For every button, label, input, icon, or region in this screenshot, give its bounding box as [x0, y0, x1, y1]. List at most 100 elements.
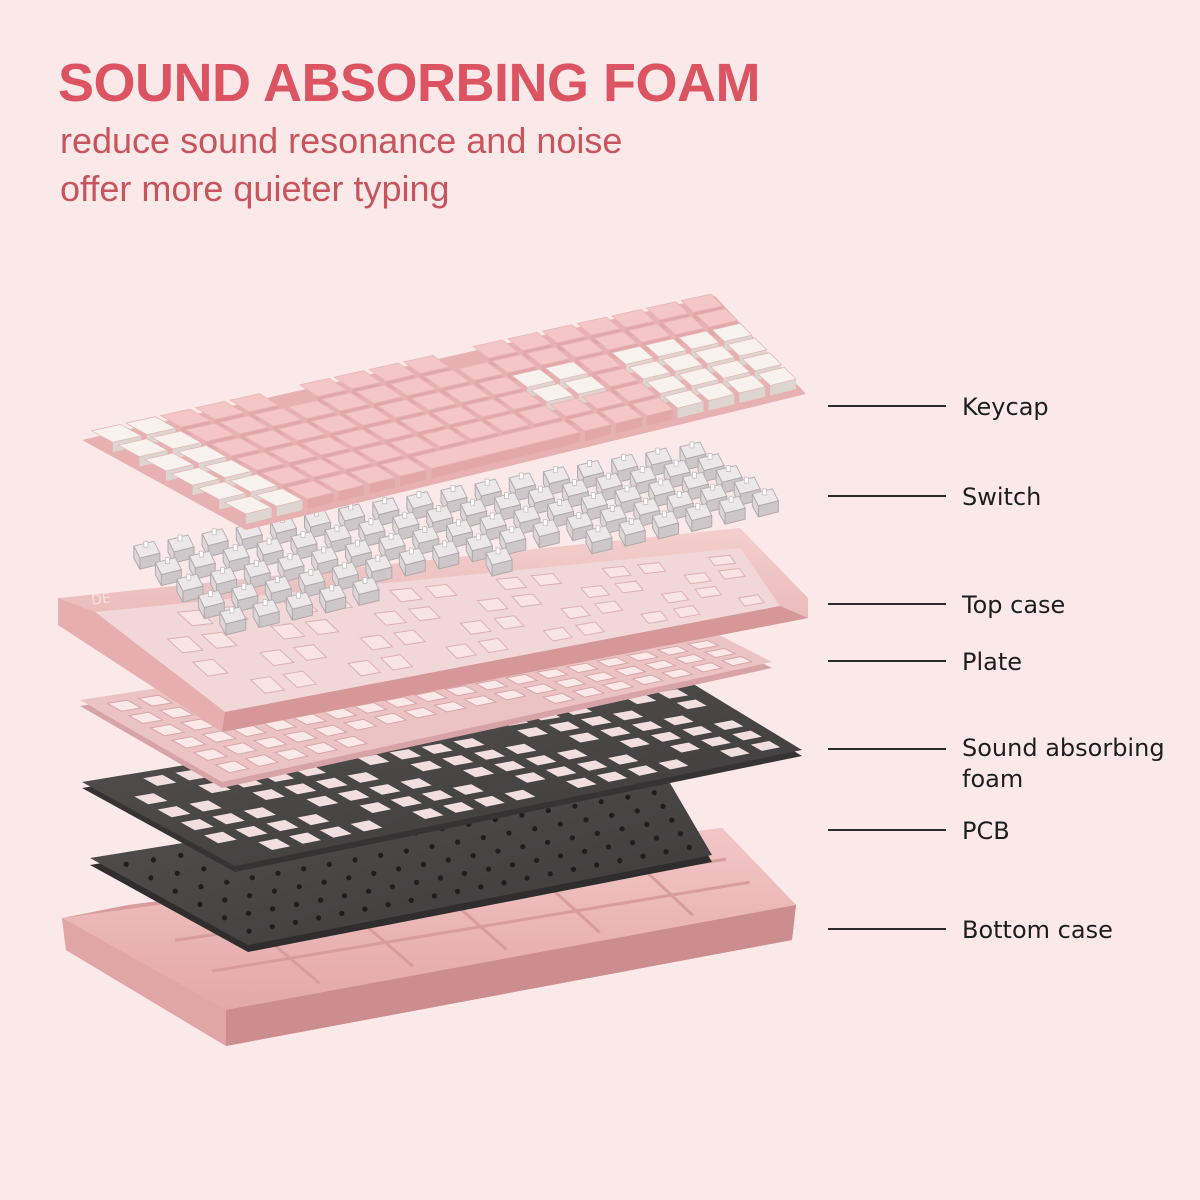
pcb-hole — [385, 902, 391, 908]
pcb-hole — [470, 853, 476, 859]
top-case-cutout — [166, 635, 205, 654]
pcb-hole — [605, 844, 612, 850]
switch — [412, 525, 440, 556]
subtitle-line-1: reduce sound resonance and noise — [60, 120, 623, 161]
pcb-hole — [150, 857, 157, 863]
top-case-cutout — [249, 676, 286, 694]
keycap — [549, 397, 594, 427]
pcb-layer — [90, 766, 712, 952]
foam-cutout — [473, 795, 505, 807]
foam-cutout — [612, 710, 644, 721]
pcb-hole — [478, 884, 484, 890]
pcb-hole — [594, 830, 600, 837]
top-case-cutout — [269, 623, 306, 640]
pcb-hole — [431, 893, 437, 899]
pcb-hole — [644, 821, 650, 828]
plate-switch-hole — [214, 760, 250, 774]
label-pcb: PCB — [962, 817, 1010, 845]
pcb-hole — [501, 880, 507, 886]
pcb-hole — [455, 888, 461, 895]
pcb-hole — [172, 888, 178, 894]
label-sound-absorbing-foam: Sound absorbing foam — [962, 734, 1165, 793]
foam-cutout — [453, 738, 485, 749]
case-logo: DE — [90, 590, 112, 609]
pcb-hole — [583, 817, 589, 823]
leader-line-keycap — [828, 405, 946, 407]
foam-cutout — [600, 726, 631, 737]
foam-cutout — [505, 743, 537, 754]
plate-switch-hole — [303, 741, 339, 755]
pcb-hole — [669, 817, 675, 823]
switch — [718, 495, 746, 525]
plate-switch-hole — [463, 695, 498, 707]
pcb-hole — [197, 901, 203, 908]
switch — [697, 453, 725, 483]
pcb-hole — [148, 875, 154, 881]
top-case-cutout — [694, 585, 723, 599]
top-case-cutout — [379, 654, 414, 671]
plate-switch-hole — [656, 645, 690, 656]
keycap — [694, 382, 736, 411]
foam-cutout — [566, 777, 597, 788]
pcb-hole — [269, 906, 276, 912]
foam-cutout — [266, 819, 299, 832]
plate-switch-hole — [333, 735, 369, 749]
pcb-hole — [545, 808, 551, 814]
foam-cutout — [319, 826, 352, 838]
switch — [352, 576, 380, 607]
plate-switch-hole — [443, 685, 479, 697]
switch — [432, 540, 460, 570]
pcb-hole — [686, 844, 692, 851]
foam-cutout — [412, 808, 444, 819]
plate-switch-hole — [534, 668, 569, 679]
plate-switch-hole — [553, 677, 587, 689]
plate-switch-hole — [686, 639, 720, 650]
foam-cutout — [315, 777, 348, 789]
switch — [618, 517, 646, 548]
switch — [585, 525, 613, 555]
pcb-hole — [455, 839, 461, 845]
pcb-hole — [339, 910, 345, 917]
plate-switch-hole — [402, 706, 438, 719]
pcb-hole — [352, 857, 358, 863]
foam-cutout — [390, 796, 422, 807]
switch — [197, 589, 226, 620]
pcb-hole — [123, 861, 129, 868]
pcb-hole — [461, 870, 468, 877]
keycap — [317, 472, 366, 502]
foam-cutout — [421, 743, 453, 754]
foam-cutout — [252, 789, 285, 800]
keycap — [631, 397, 674, 426]
top-case-cutout — [191, 658, 229, 677]
foam-cutout — [682, 726, 713, 736]
foam-cutout — [284, 783, 317, 795]
pcb-hole — [625, 794, 631, 800]
pcb-hole — [532, 826, 538, 832]
plate-switch-hole — [282, 730, 319, 743]
plate-switch-hole — [493, 689, 528, 701]
keycap — [380, 457, 427, 487]
pcb-hole — [572, 803, 578, 809]
switch — [365, 554, 393, 584]
leader-line-switch — [828, 495, 946, 497]
plate-switch-hole — [413, 690, 449, 703]
pcb-hole — [174, 870, 180, 876]
foam-cutout — [452, 784, 484, 795]
pcb-hole — [198, 884, 204, 890]
plate-switch-hole — [571, 686, 606, 698]
foam-cutout — [750, 741, 781, 751]
switch — [167, 534, 195, 564]
plate-switch-hole — [613, 665, 647, 677]
top-case-cutout — [717, 567, 746, 580]
foam-cutout — [442, 755, 474, 766]
top-case-cutout — [407, 606, 442, 622]
foam-cutout — [627, 765, 658, 776]
plate-switch-hole — [523, 683, 558, 695]
leader-line-top-case — [828, 603, 946, 605]
pcb-hole — [570, 866, 577, 873]
pcb-hole — [677, 831, 684, 837]
foam-cutout — [556, 749, 588, 760]
foam-cutout — [180, 819, 214, 831]
foam-cutout — [548, 721, 580, 732]
plate-switch-hole — [583, 671, 617, 683]
